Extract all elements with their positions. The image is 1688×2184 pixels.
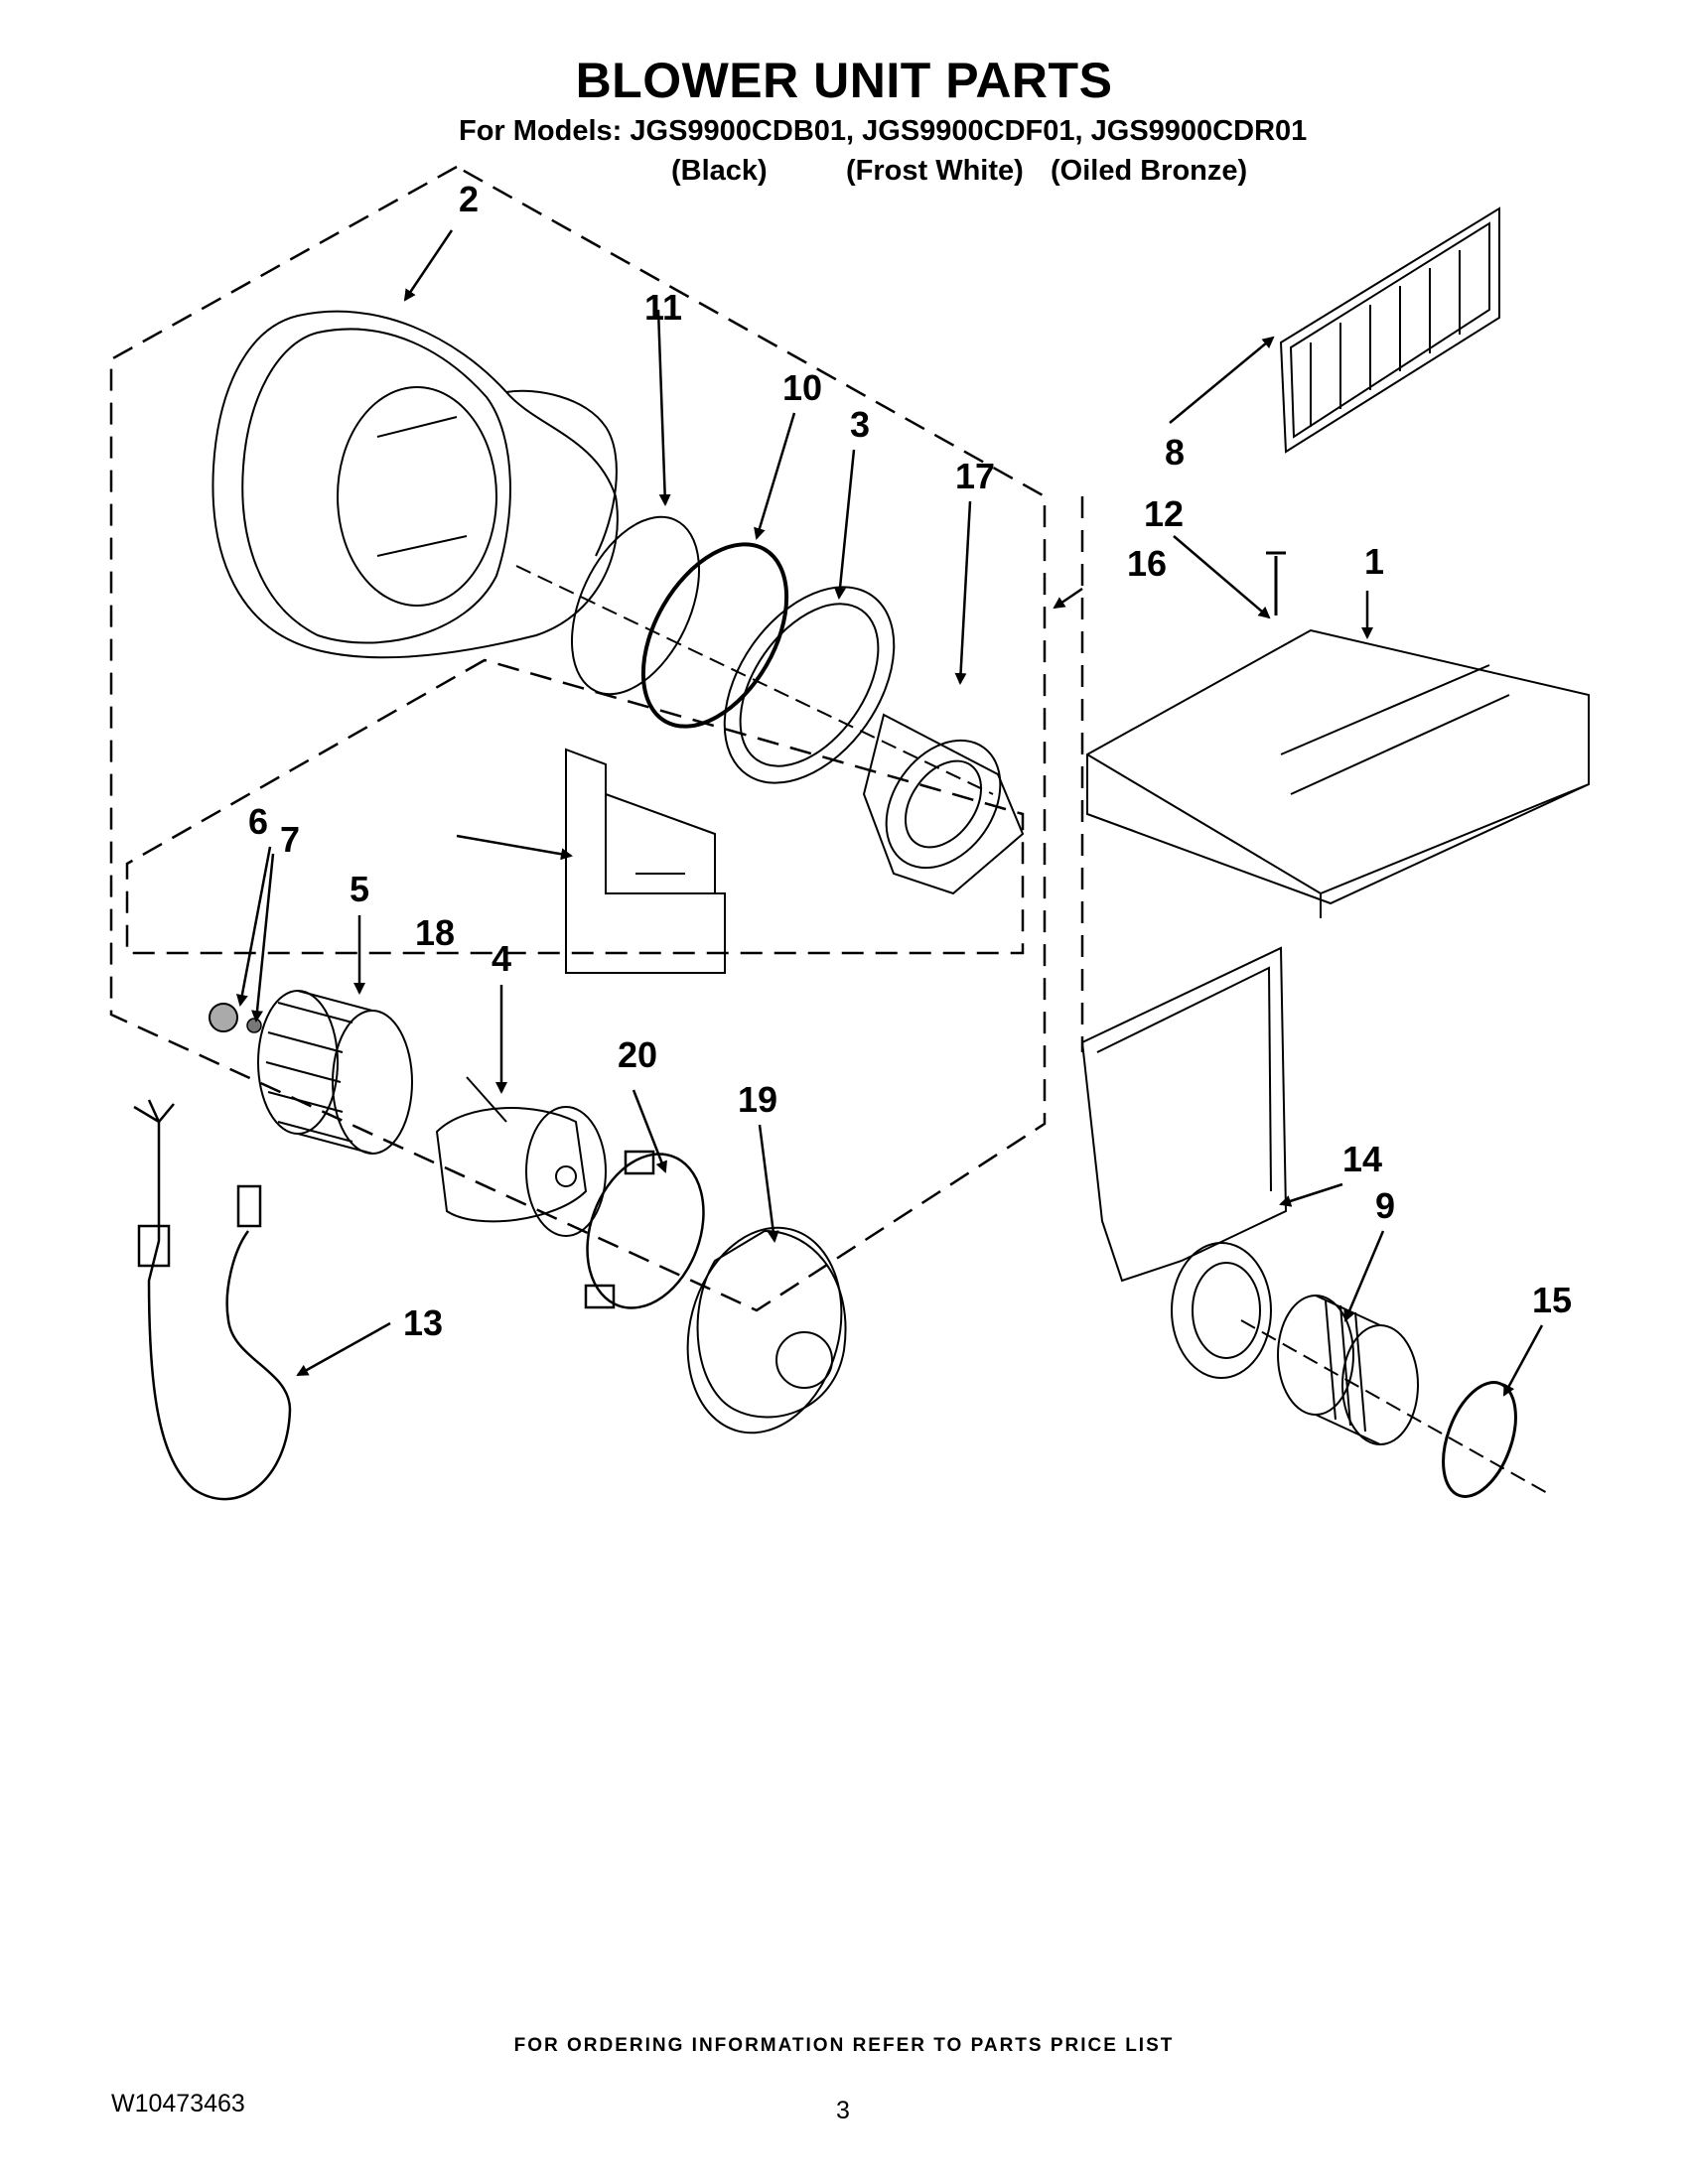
- callout-8: 8: [1165, 432, 1185, 473]
- callout-9: 9: [1375, 1185, 1395, 1226]
- callout-11: 11: [644, 287, 682, 328]
- motor: [435, 1076, 607, 1237]
- page-number: 3: [836, 2097, 850, 2124]
- nut: [209, 1003, 238, 1032]
- finish-oiled-bronze: (Oiled Bronze): [1051, 155, 1248, 187]
- callout-12: 12: [1144, 493, 1184, 534]
- ordering-note: FOR ORDERING INFORMATION REFER TO PARTS …: [513, 2035, 1175, 2056]
- inlet-flange: [862, 713, 1025, 895]
- callout-2: 2: [459, 179, 479, 219]
- inlet-cover: [686, 1226, 847, 1434]
- callout-14: 14: [1342, 1139, 1382, 1179]
- callout-3: 3: [850, 404, 870, 445]
- duct-housing: [1086, 628, 1590, 918]
- page-title: BLOWER UNIT PARTS: [575, 53, 1113, 108]
- motor-bracket: [565, 748, 726, 974]
- assembly-outline: [109, 165, 1084, 1312]
- callout-5: 5: [350, 869, 369, 909]
- screw: [1266, 551, 1286, 615]
- retaining-ring: [570, 515, 701, 696]
- document-number: W10473463: [111, 2090, 245, 2117]
- mounting-ring: [723, 586, 896, 784]
- models-line: For Models: JGS9900CDB01, JGS9900CDF01, …: [459, 115, 1308, 147]
- finish-black: (Black): [671, 155, 768, 187]
- callout-7: 7: [280, 819, 300, 860]
- callout-18: 18: [415, 912, 455, 953]
- callout-6: 6: [248, 801, 268, 842]
- callout-labels: 1 2 3 4 5 6 7 8 9 10 11 12 13 14 15 16 1…: [248, 179, 1572, 1343]
- callout-10: 10: [782, 367, 822, 408]
- callout-20: 20: [618, 1034, 657, 1075]
- air-duct: [1080, 946, 1288, 1379]
- blower-wheel: [257, 990, 413, 1155]
- filter-grille: [1279, 206, 1500, 454]
- callout-16: 16: [1127, 543, 1167, 584]
- washer: [246, 1018, 262, 1033]
- finish-frost-white: (Frost White): [846, 155, 1024, 187]
- callout-15: 15: [1532, 1280, 1572, 1320]
- duct-axis: [1240, 1319, 1550, 1495]
- assembly-axis: [515, 565, 994, 795]
- blower-housing: [211, 310, 619, 659]
- callout-19: 19: [738, 1079, 777, 1120]
- leader-arrows: [235, 229, 1544, 1397]
- flexible-hose: [1277, 1295, 1419, 1445]
- callout-13: 13: [403, 1302, 443, 1343]
- callout-17: 17: [955, 456, 995, 496]
- power-cord: [133, 1099, 292, 1501]
- gasket: [640, 542, 789, 729]
- callout-4: 4: [492, 938, 511, 979]
- motor-mount: [584, 1150, 705, 1309]
- callout-1: 1: [1364, 541, 1384, 582]
- hose-clamp: [1442, 1381, 1517, 1498]
